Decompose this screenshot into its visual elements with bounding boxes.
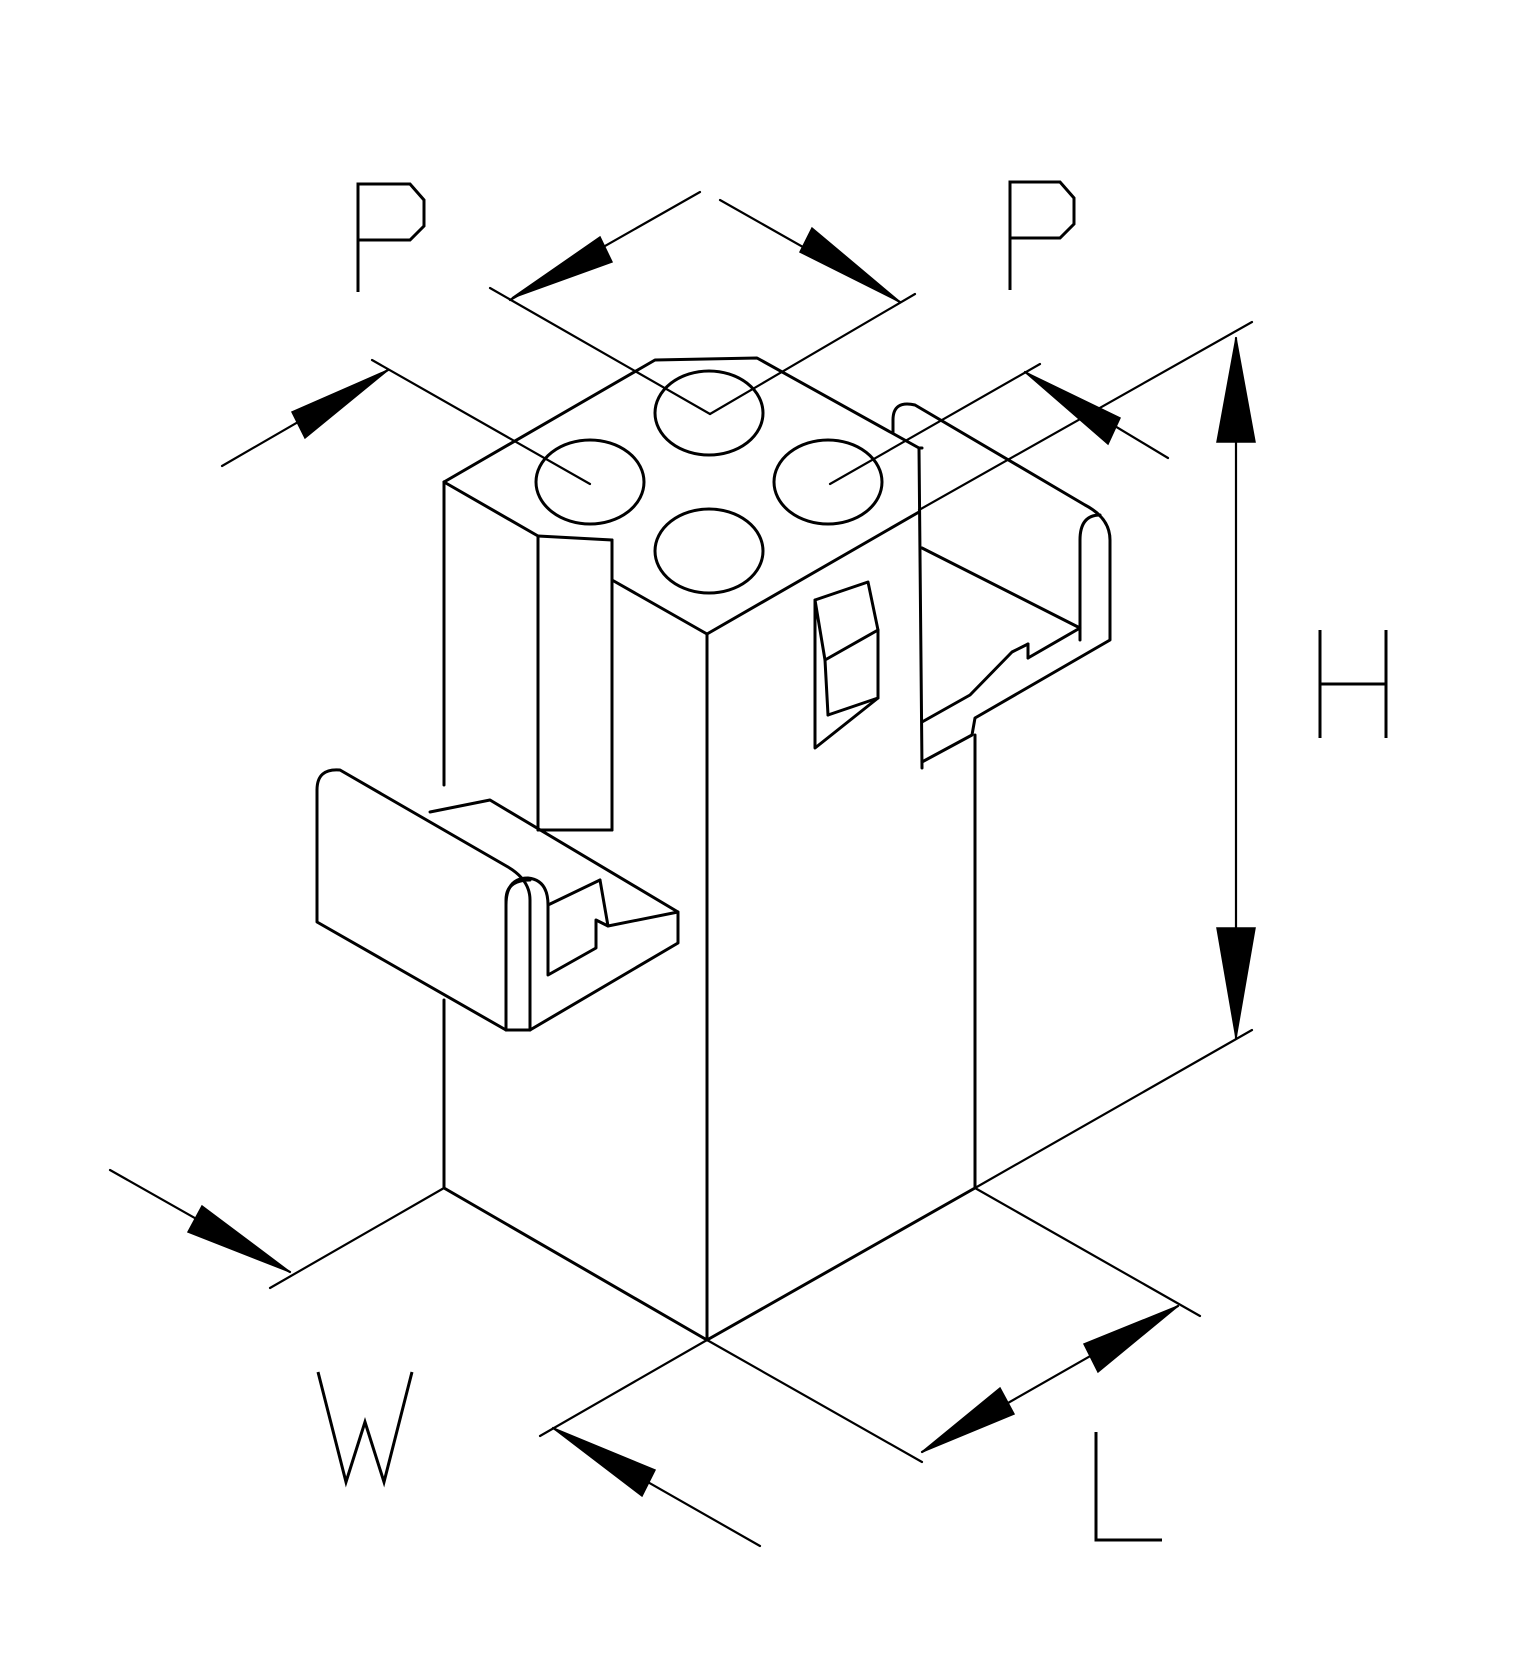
cavity-bottom — [653, 507, 765, 595]
label-length — [1094, 1432, 1162, 1542]
left-latch — [315, 768, 680, 1032]
label-width — [316, 1371, 414, 1488]
dimension-length — [705, 1186, 1202, 1464]
dimension-width — [108, 1168, 762, 1548]
cavity-right — [772, 438, 884, 526]
label-pitch-left — [356, 182, 426, 292]
side-window — [813, 580, 880, 750]
label-height — [1318, 630, 1388, 738]
dimension-pitch-diagonal — [220, 358, 1170, 486]
label-pitch-right — [1008, 180, 1076, 290]
cavity-top — [653, 369, 765, 457]
right-latch — [891, 402, 1112, 764]
cavity-left — [534, 438, 646, 526]
housing-body — [442, 356, 977, 1342]
dimension-height — [917, 320, 1256, 1190]
dimension-pitch — [488, 190, 917, 416]
pin-cavities — [534, 369, 884, 595]
